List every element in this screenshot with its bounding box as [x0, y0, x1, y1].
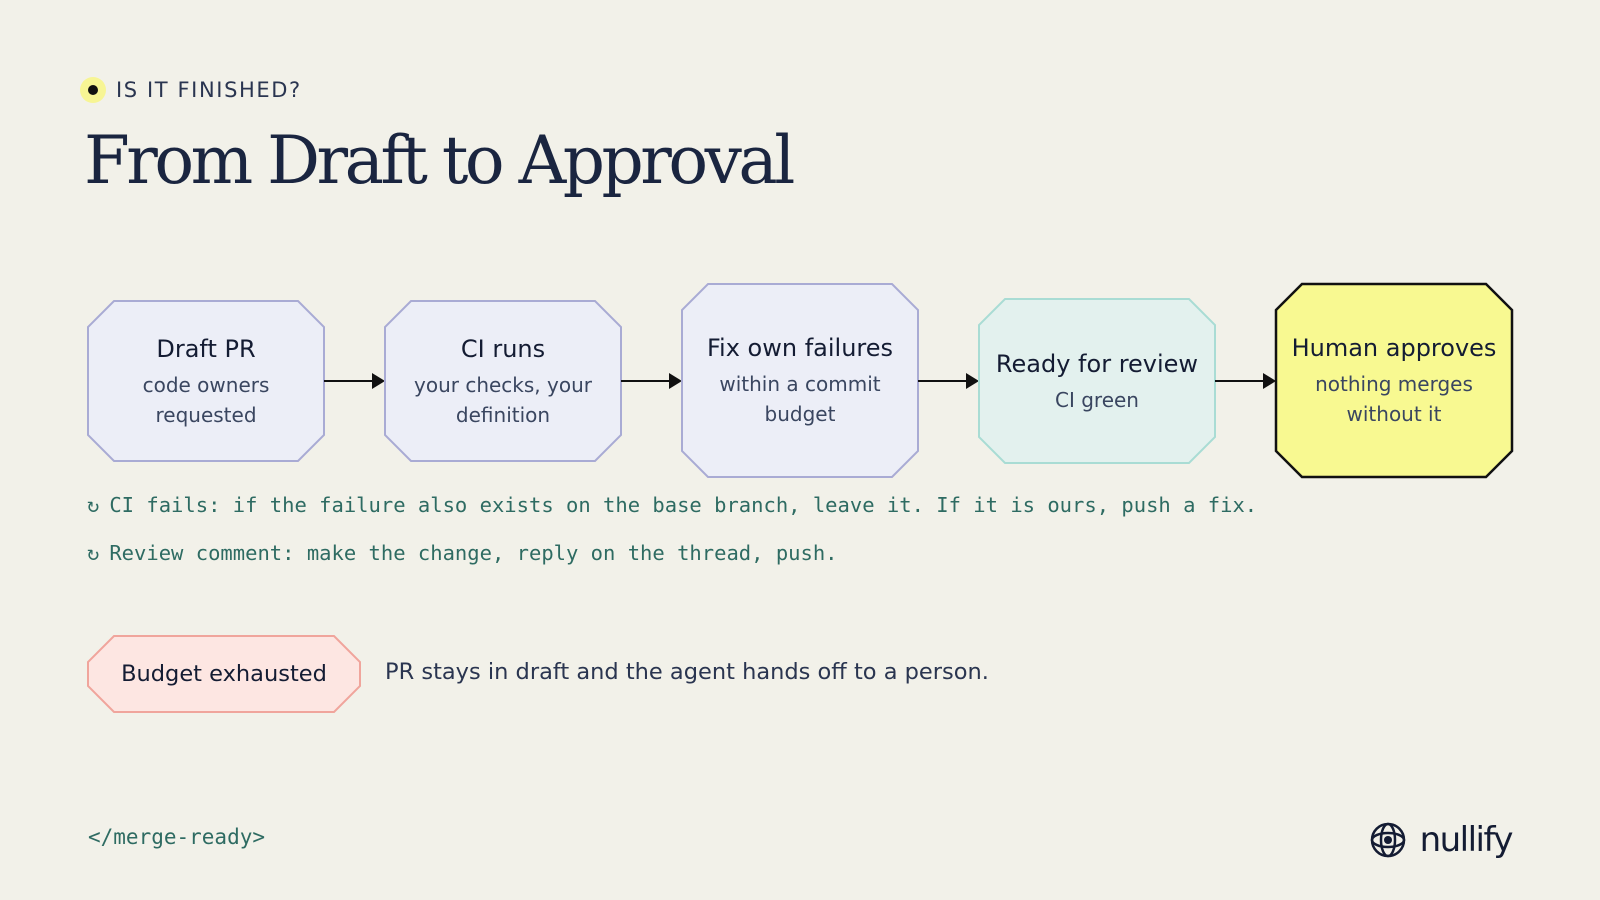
loop-note-ci: ↻ CI fails: if the failure also exists on…	[87, 493, 1257, 517]
loop-arrow-icon: ↻	[87, 541, 100, 565]
flow-node-subtitle: your checks, your definition	[414, 372, 592, 427]
loop-note-review: ↻ Review comment: make the change, reply …	[87, 541, 838, 565]
loop-arrow-icon: ↻	[87, 493, 100, 517]
flow-node-title: Draft PR	[156, 334, 256, 363]
flow-node-shape	[87, 300, 325, 462]
loop-note-text: CI fails: if the failure also exists on …	[109, 493, 1258, 517]
brand: nullify	[1368, 820, 1514, 860]
flow-node-title: Fix own failures	[706, 334, 894, 362]
eyebrow-text: IS IT FINISHED?	[116, 78, 302, 102]
page-title: From Draft to Approval	[84, 122, 795, 199]
flow-node-subtitle: nothing merges without it	[1315, 372, 1473, 426]
loop-note-text: Review comment: make the change, reply o…	[109, 541, 838, 565]
brand-name: nullify	[1419, 820, 1514, 860]
arrow-head-icon	[966, 373, 979, 389]
arrow-head-icon	[1263, 373, 1276, 389]
eyebrow: IS IT FINISHED?	[80, 77, 302, 103]
flow-node-title: Ready for review	[995, 349, 1199, 378]
flow-node-shape	[384, 300, 622, 462]
flow-node: Human approves nothing merges without it	[1286, 284, 1502, 477]
bullet-dot-icon	[80, 77, 106, 103]
flow-node: Draft PR code owners requested	[98, 301, 314, 461]
arrow-head-icon	[372, 373, 385, 389]
flow-node-title: CI runs	[460, 334, 546, 363]
budget-exhausted-label: Budget exhausted	[121, 661, 327, 687]
budget-exhausted-shape	[87, 635, 361, 713]
flow-node-subtitle: code owners requested	[142, 372, 270, 427]
footer-tag: </merge-ready>	[88, 825, 266, 849]
arrow-head-icon	[669, 373, 682, 389]
flow-node-shape	[681, 283, 919, 478]
flow-node: CI runs your checks, your definition	[395, 301, 611, 461]
flow-node-title: Human approves	[1291, 334, 1497, 362]
flow-node-shape	[1274, 282, 1514, 479]
flow-node-subtitle: CI green	[1055, 387, 1139, 412]
flow-node: Fix own failures within a commit budget	[692, 284, 908, 477]
flow-node: Ready for review CI green	[989, 299, 1205, 463]
budget-description: PR stays in draft and the agent hands of…	[385, 659, 989, 685]
flow-node-subtitle: within a commit budget	[719, 372, 881, 426]
flow-node-shape	[978, 298, 1216, 464]
globe-eye-icon	[1370, 822, 1405, 858]
